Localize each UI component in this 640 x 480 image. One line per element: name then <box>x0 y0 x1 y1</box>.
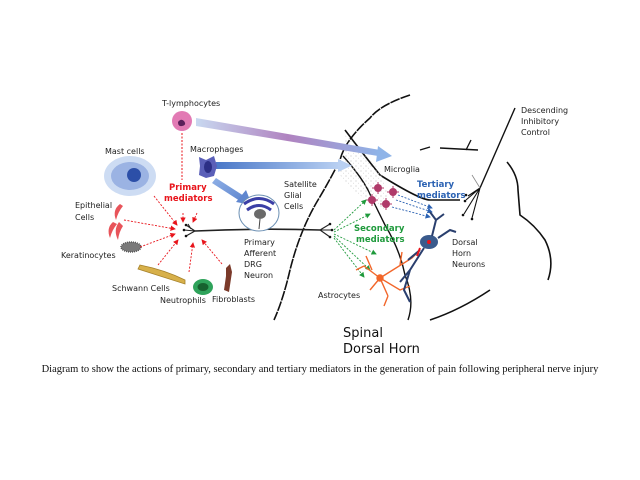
microglia-cells <box>366 182 399 210</box>
label-secondary-mediators-2: mediators <box>356 235 405 245</box>
label-schwann-cells: Schwann Cells <box>112 284 170 293</box>
figure-caption: Diagram to show the actions of primary, … <box>41 364 599 375</box>
spinal-cord-outline <box>273 94 552 321</box>
label-neutrophils: Neutrophils <box>160 296 206 305</box>
label-primary-mediators-1: Primary <box>169 183 207 193</box>
secondary-mediator-arrows <box>333 199 377 278</box>
label-primary-neuron-4: Neuron <box>244 271 273 280</box>
label-tertiary-mediators-1: Tertiary <box>417 180 455 190</box>
schwann-cell <box>137 264 186 285</box>
label-microglia: Microglia <box>384 165 420 174</box>
astrocyte-cell <box>355 249 421 307</box>
region-title-2: Dorsal Horn <box>343 342 420 357</box>
epithelial-cells <box>108 204 123 240</box>
tertiary-mediator-arrows <box>391 194 433 219</box>
label-epithelial-1: Epithelial <box>75 201 112 210</box>
fibroblast-cell <box>224 264 232 292</box>
label-descending-3: Control <box>521 128 550 137</box>
label-dorsal-horn-3: Neurons <box>452 260 485 269</box>
primary-afferent-neuron <box>182 194 334 239</box>
label-dorsal-horn-1: Dorsal <box>452 238 478 247</box>
label-descending-2: Inhibitory <box>521 117 559 126</box>
neutrophil-cell <box>193 279 213 295</box>
label-mast-cells: Mast cells <box>105 147 145 156</box>
label-satellite-3: Cells <box>284 202 303 211</box>
descending-inhibitory-pathway <box>461 107 516 221</box>
keratinocyte-cell <box>120 241 142 253</box>
label-dorsal-horn-2: Horn <box>452 249 471 258</box>
mast-cell <box>104 156 156 196</box>
label-primary-neuron-3: DRG <box>244 260 262 269</box>
label-primary-neuron-1: Primary <box>244 238 275 247</box>
label-fibroblasts: Fibroblasts <box>212 295 255 304</box>
label-tertiary-mediators-2: mediators <box>417 191 466 201</box>
label-t-lymphocytes: T-lymphocytes <box>161 99 220 108</box>
macrophage-cell <box>199 156 217 178</box>
label-satellite-2: Glial <box>284 191 302 200</box>
dorsal-horn-neuron <box>399 211 457 303</box>
label-keratinocytes: Keratinocytes <box>61 251 116 260</box>
label-epithelial-2: Cells <box>75 213 94 222</box>
label-descending-1: Descending <box>521 106 568 115</box>
region-title-1: Spinal <box>343 326 383 341</box>
label-macrophages: Macrophages <box>190 145 243 154</box>
t-lymphocyte-cell <box>172 111 192 131</box>
primary-mediator-arrows <box>123 195 223 273</box>
label-primary-neuron-2: Afferent <box>244 249 276 258</box>
label-satellite-1: Satellite <box>284 180 317 189</box>
label-astrocytes: Astrocytes <box>318 291 360 300</box>
label-secondary-mediators-1: Secondary <box>354 224 405 234</box>
label-primary-mediators-2: mediators <box>164 194 213 204</box>
